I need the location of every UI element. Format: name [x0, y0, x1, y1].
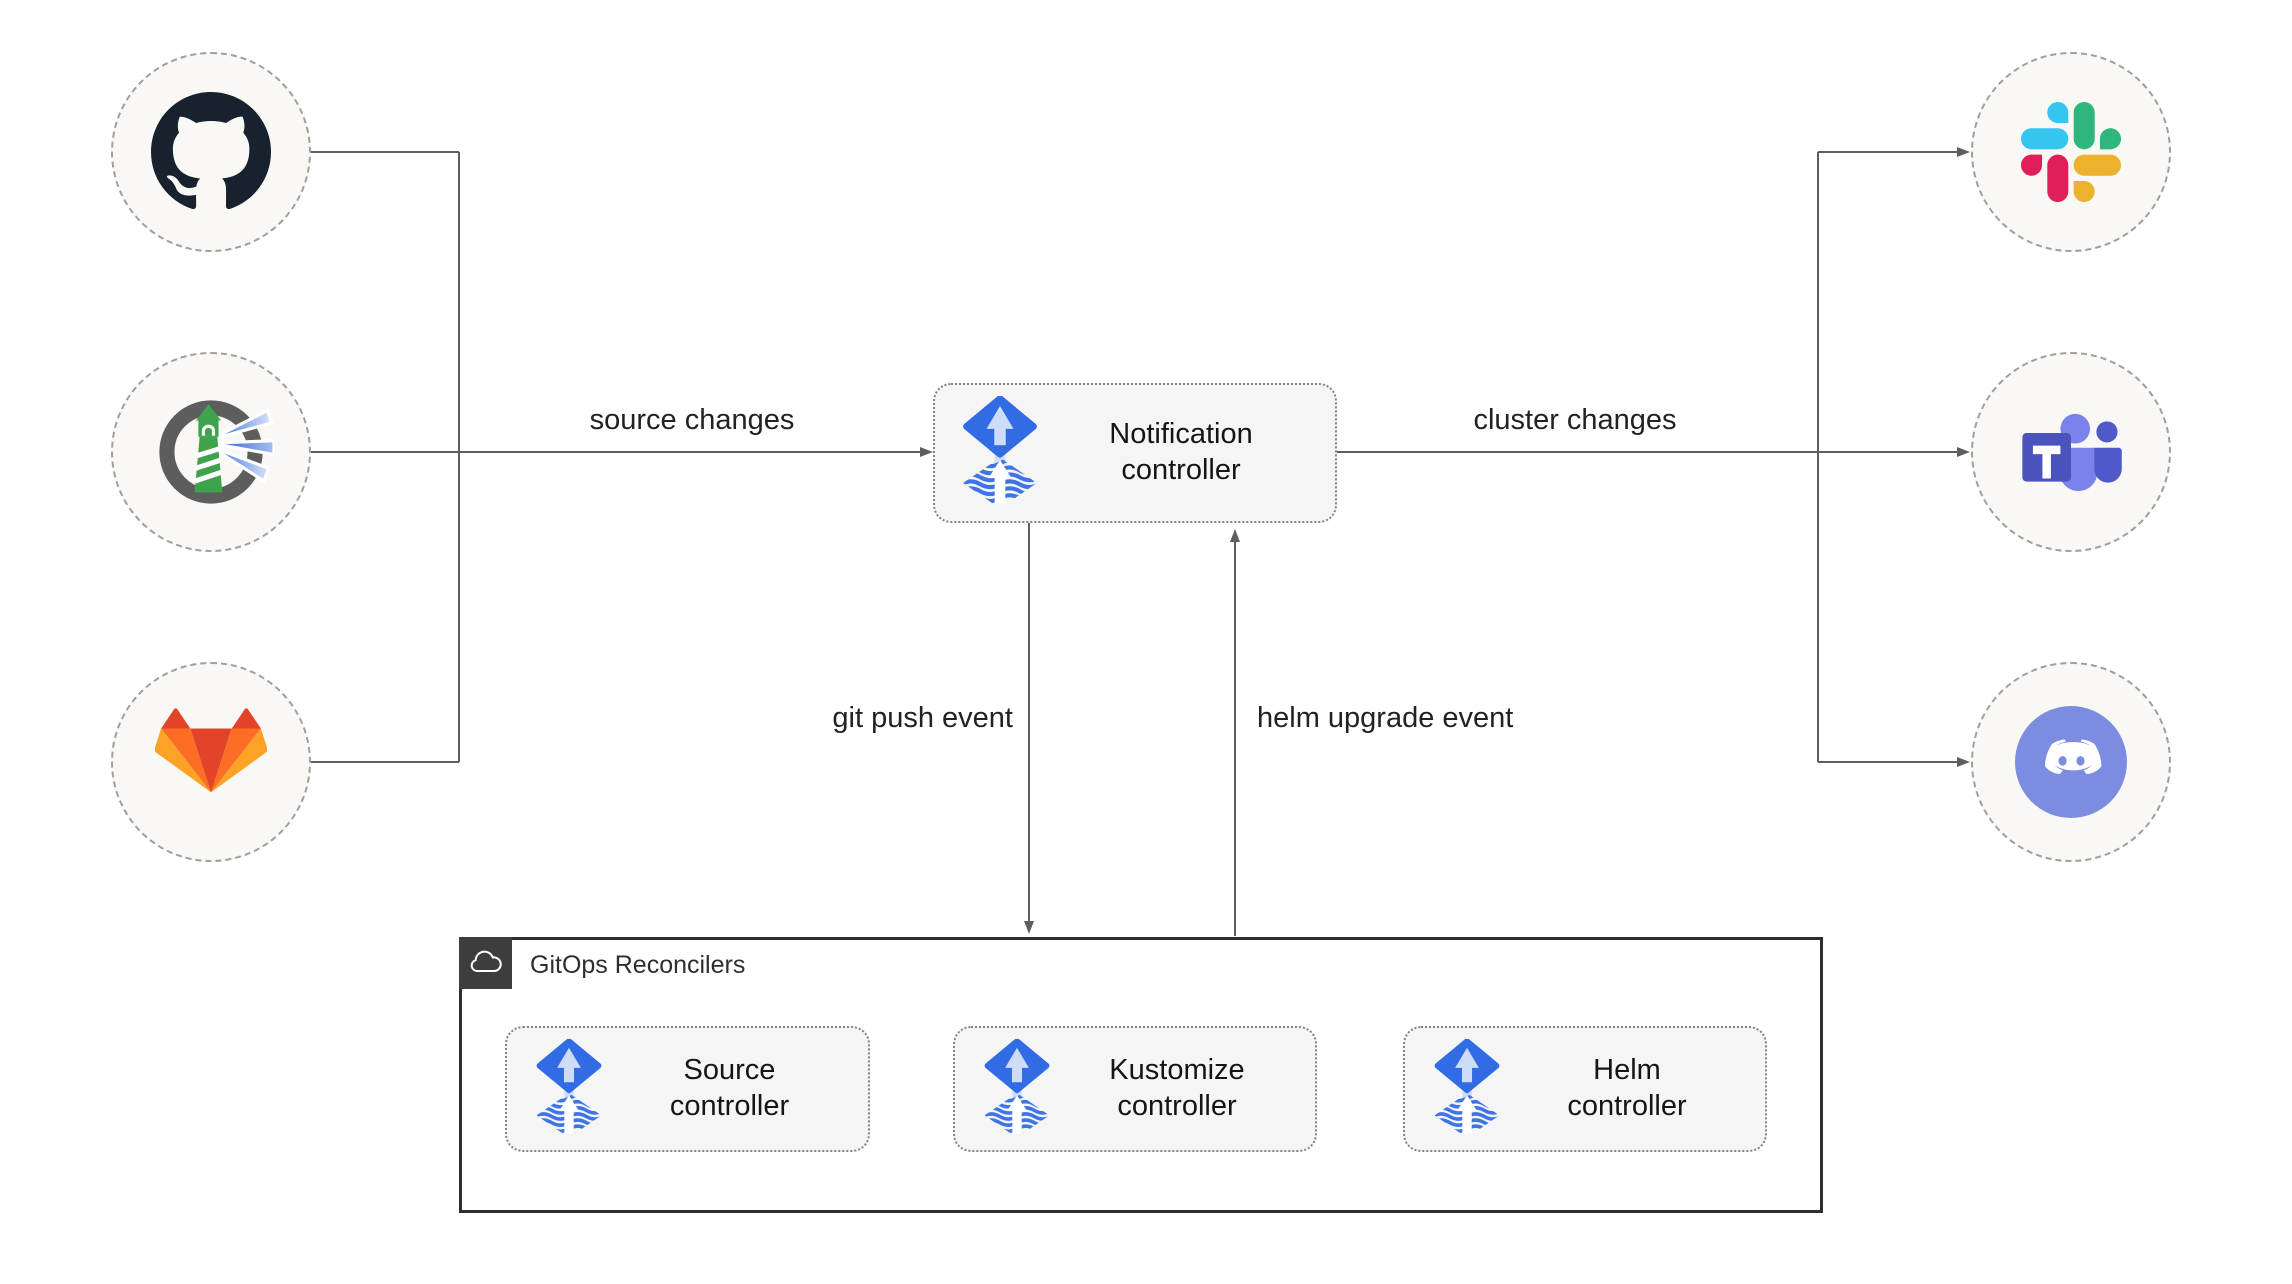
gitops-reconcilers-label: GitOps Reconcilers — [530, 950, 746, 979]
slack-node — [1971, 52, 2171, 252]
git-push-event-label: git push event — [832, 702, 1013, 734]
helm-controller-label: Helm controller — [1567, 1054, 1687, 1122]
source-changes-label: source changes — [589, 404, 795, 436]
github-node — [111, 52, 311, 252]
kustomize-controller-label: Kustomize controller — [1109, 1054, 1245, 1122]
helm-controller-node: Helm controller — [1403, 1026, 1767, 1152]
container-badge — [459, 937, 512, 989]
helm-upgrade-event-label: helm upgrade event — [1257, 702, 1514, 734]
flux-icon — [959, 396, 1041, 511]
kustomize-controller-node: Kustomize controller — [953, 1026, 1317, 1152]
cloud-icon — [468, 950, 504, 976]
gitlab-node — [111, 662, 311, 862]
source-controller-node: Source controller — [505, 1026, 870, 1152]
gitlab-icon — [155, 708, 267, 816]
github-icon — [151, 92, 271, 212]
flux-icon — [981, 1039, 1053, 1140]
teams-icon — [2016, 399, 2126, 505]
harbor-node — [111, 352, 311, 552]
cluster-changes-label: cluster changes — [1473, 404, 1677, 436]
discord-node — [1971, 662, 2171, 862]
notification-controller-label: Notification controller — [1109, 418, 1253, 486]
source-controller-label: Source controller — [669, 1054, 790, 1122]
notification-controller-node: Notification controller — [933, 383, 1337, 523]
flux-icon — [1431, 1039, 1503, 1140]
teams-node — [1971, 352, 2171, 552]
discord-icon — [2015, 706, 2127, 818]
flux-icon — [533, 1039, 605, 1140]
slack-icon — [2021, 102, 2121, 202]
harbor-icon — [148, 389, 274, 515]
